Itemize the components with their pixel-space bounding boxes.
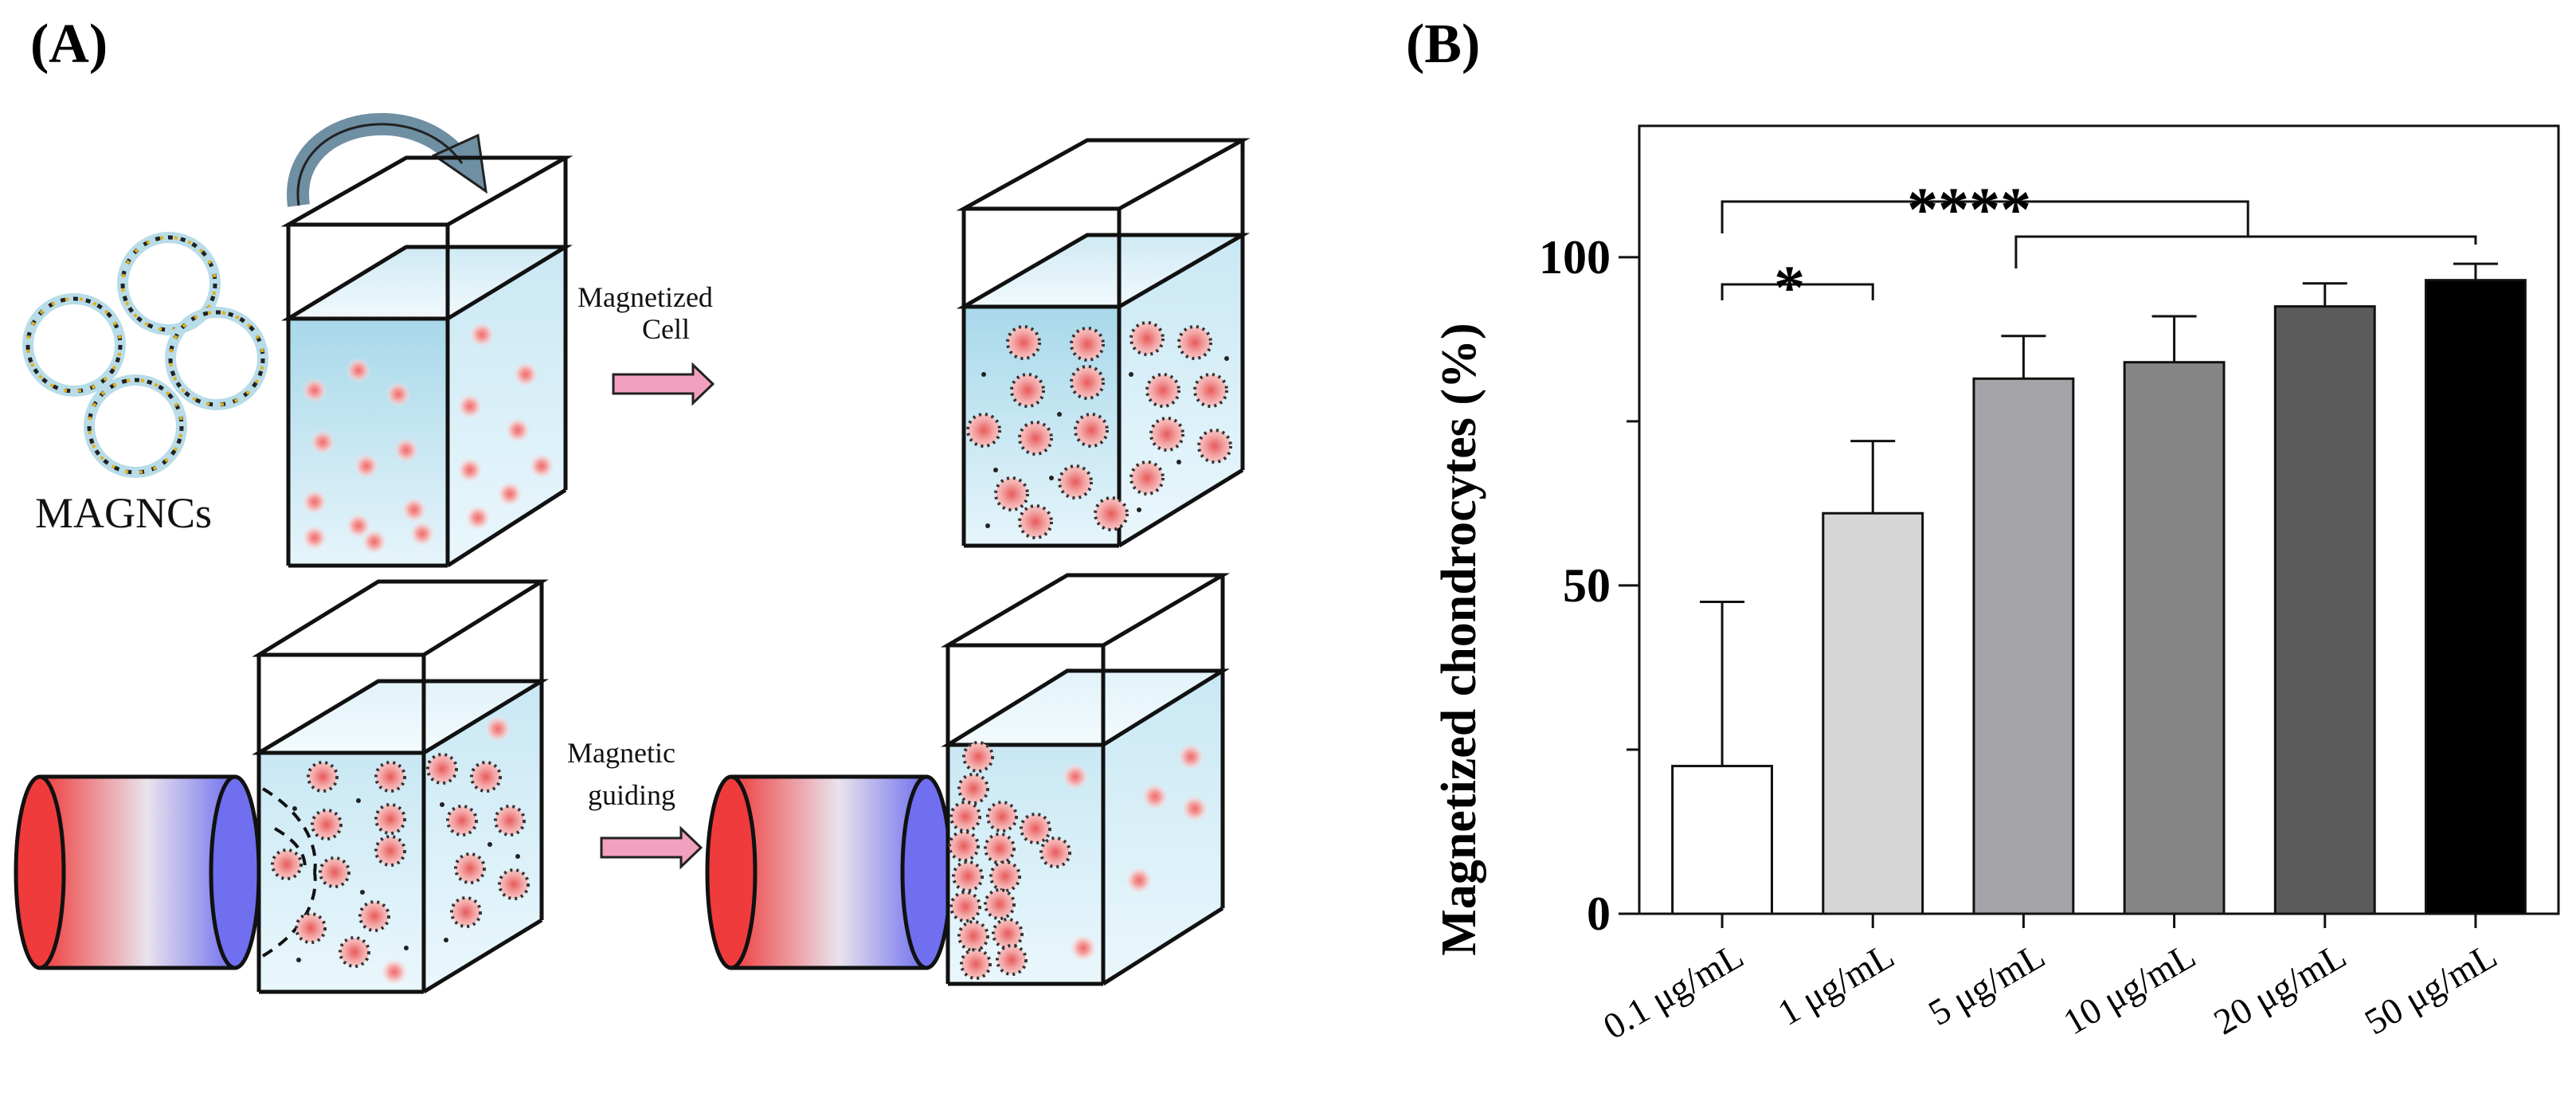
magnet-right xyxy=(705,774,953,970)
x-tick-label: 5 μg/mL xyxy=(1921,934,2051,1033)
y-tick-label: 0 xyxy=(1587,887,1611,940)
significance-bracket xyxy=(1721,283,1874,300)
y-tick-label: 100 xyxy=(1539,231,1611,284)
x-tick-label: 50 μg/mL xyxy=(2358,934,2504,1042)
step1-arrow-icon xyxy=(612,362,715,406)
bar xyxy=(2425,279,2527,915)
x-tick-label: 1 μg/mL xyxy=(1771,934,1901,1033)
bar xyxy=(2123,361,2226,915)
panel-a-label: (A) xyxy=(30,14,108,75)
cuvette-magnetic-guiding-before xyxy=(251,579,549,994)
bar xyxy=(2273,305,2376,915)
panel-b-label: (B) xyxy=(1406,14,1480,75)
cuvette-unlabeled-cells xyxy=(280,155,574,568)
step2-label-line2: guiding xyxy=(588,779,675,811)
x-tick-label: 20 μg/mL xyxy=(2207,934,2353,1042)
magncs-label: MAGNCs xyxy=(35,489,212,537)
significance-label: **** xyxy=(1907,174,2031,244)
cuvette-magnetized-cells xyxy=(956,138,1251,548)
magnet-left xyxy=(14,774,261,970)
transfer-arrow-icon xyxy=(287,112,472,207)
step1-label-line2: Cell xyxy=(642,313,690,345)
y-tick-label: 50 xyxy=(1563,559,1611,612)
bar xyxy=(1822,511,1924,915)
significance-bracket xyxy=(1721,200,2249,237)
significance-group-bracket xyxy=(2014,235,2477,268)
magnetized-cells xyxy=(966,321,1232,539)
significance-label: * xyxy=(1774,253,1805,322)
nanocarrier-rings xyxy=(22,232,268,478)
x-tick-label: 10 μg/mL xyxy=(2057,934,2202,1042)
free-cells xyxy=(303,323,554,554)
step2-arrow-icon xyxy=(600,825,703,870)
x-tick-label: 0.1 μg/mL xyxy=(1596,934,1750,1047)
step2-label-line1: Magnetic xyxy=(567,737,675,769)
plot-frame xyxy=(1638,124,2560,915)
bar xyxy=(1972,377,2075,915)
y-axis-title: Magnetized chondrocytes (%) xyxy=(1432,323,1486,955)
step1-label-line1: Magnetized xyxy=(577,281,713,313)
cuvette-magnetic-guiding-after xyxy=(940,573,1231,986)
bar xyxy=(1671,765,1773,915)
